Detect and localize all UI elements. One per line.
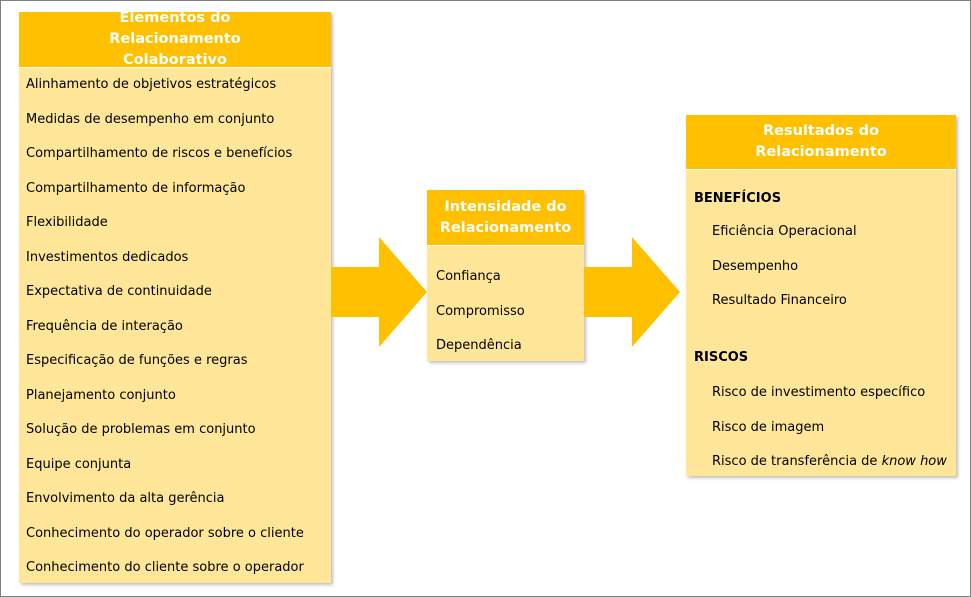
list-item: Especificação de funções e regras: [26, 353, 248, 368]
intensity-panel-title: Intensidade do Relacionamento: [427, 190, 584, 246]
list-item: Compartilhamento de informação: [26, 180, 246, 196]
risks-heading: RISCOS: [694, 350, 749, 365]
results-panel-title: Resultados do Relacionamento: [686, 115, 956, 170]
benefits-heading: BENEFÍCIOS: [694, 191, 782, 206]
elements-panel-title: Elementos do Relacionamento Colaborativo: [19, 10, 331, 68]
list-item: Risco de transferência de know how: [712, 454, 947, 469]
list-item: Envolvimento da alta gerência: [26, 491, 225, 506]
know-how-text: know how: [881, 454, 947, 469]
list-item: Confiança: [436, 269, 501, 284]
list-item: Risco de imagem: [712, 419, 825, 435]
list-item: Risco de investimento específico: [712, 385, 926, 400]
list-item: Conhecimento do cliente sobre o operador: [26, 560, 304, 575]
list-item: Dependência: [436, 338, 522, 353]
list-item: Investimentos dedicados: [26, 249, 189, 265]
list-item: Medidas de desempenho em conjunto: [26, 111, 275, 127]
list-item: Compromisso: [436, 303, 525, 319]
list-item: Solução de problemas em conjunto: [26, 422, 256, 437]
list-item: Desempenho: [712, 258, 799, 274]
list-item: Compartilhamento de riscos e benefícios: [26, 146, 293, 161]
results-panel: Resultados do Relacionamento BENEFÍCIOS …: [686, 115, 956, 476]
arrow-right-icon: [584, 237, 680, 347]
list-item: Expectativa de continuidade: [26, 284, 212, 299]
list-item: Planejamento conjunto: [26, 387, 176, 403]
list-item: Conhecimento do operador sobre o cliente: [26, 525, 304, 541]
list-item: Frequência de interação: [26, 318, 183, 334]
arrow-right-icon: [331, 237, 427, 347]
list-item: Eficiência Operacional: [712, 224, 857, 239]
elements-panel: Elementos do Relacionamento Colaborativo…: [19, 10, 331, 583]
risk-transfer-text: Risco de transferência de: [712, 454, 882, 469]
list-item: Flexibilidade: [26, 215, 108, 230]
list-item: Equipe conjunta: [26, 456, 132, 472]
list-item: Alinhamento de objetivos estratégicos: [26, 77, 277, 92]
list-item: Resultado Financeiro: [712, 293, 847, 308]
